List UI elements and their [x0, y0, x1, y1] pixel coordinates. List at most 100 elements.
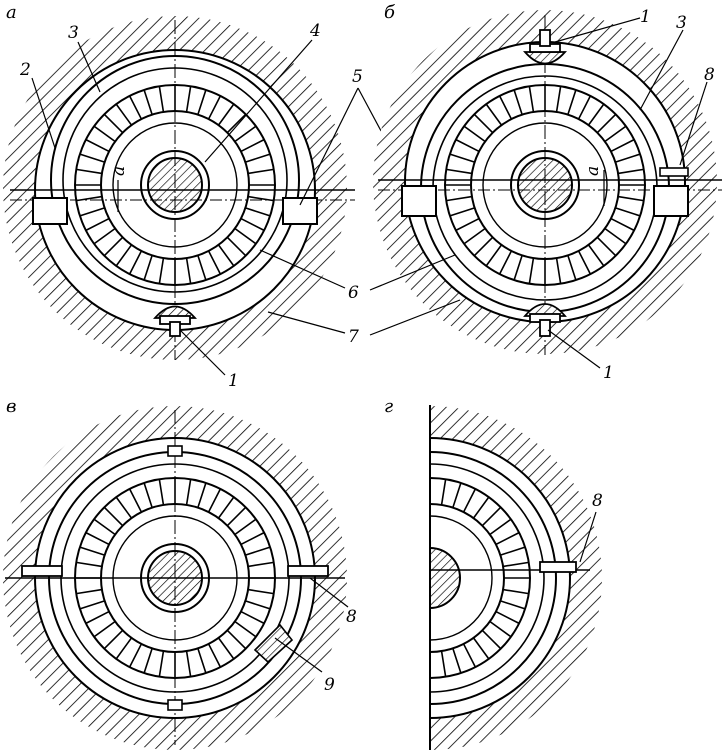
- core-slot: [495, 531, 520, 546]
- core-slot: [359, 630, 377, 648]
- leader-8-b: [679, 81, 708, 166]
- core-slot: [498, 250, 513, 275]
- core-slot: [143, 648, 153, 674]
- core-slot: [399, 483, 407, 508]
- core-slot: [446, 168, 473, 175]
- core-slot: [489, 518, 512, 536]
- label-7-a: 7: [348, 327, 359, 347]
- core-slot: [158, 650, 165, 677]
- support-1-top-b: [523, 51, 567, 65]
- leader-8-g: [579, 511, 597, 563]
- core-slot: [615, 207, 641, 217]
- core-slot: [93, 125, 116, 143]
- core-slot: [604, 227, 627, 245]
- core-slot: [185, 479, 192, 506]
- core-slot: [446, 195, 473, 202]
- core-slot: [185, 257, 192, 284]
- wedge-left-b: [401, 185, 437, 217]
- core-slot: [455, 138, 480, 153]
- core-slot: [385, 489, 397, 512]
- core-slot: [485, 103, 503, 126]
- core-slot: [128, 250, 143, 275]
- core-slot: [577, 95, 592, 120]
- bolt-8-g: [539, 561, 577, 573]
- core-slot: [115, 496, 133, 519]
- leader-2-a: [31, 77, 56, 149]
- core-slot: [234, 125, 257, 143]
- core-slot: [472, 496, 490, 519]
- core-slot: [207, 643, 222, 668]
- bolt-left-v: [21, 565, 63, 577]
- core-slot: [143, 482, 153, 508]
- core-slots-b: [445, 85, 645, 285]
- label-1-bot-b: 1: [603, 363, 614, 383]
- core-slot: [197, 482, 207, 508]
- core-slot: [596, 113, 617, 134]
- leader-1-top-b: [554, 17, 641, 43]
- core-slot: [462, 488, 477, 513]
- core-slot: [498, 95, 513, 120]
- core-slot: [115, 103, 133, 126]
- core-slot: [555, 257, 562, 284]
- core-slot: [481, 506, 502, 527]
- label-2-a: 2: [19, 60, 31, 80]
- bolt-8-b: [659, 167, 689, 177]
- core-slot: [449, 207, 475, 217]
- label-8-b: 8: [704, 65, 715, 85]
- label-8-v: 8: [346, 607, 357, 627]
- support-pin-a: [169, 321, 181, 337]
- core-slot: [128, 643, 143, 668]
- core-slot: [414, 651, 418, 677]
- core-slot: [143, 89, 153, 115]
- core-slots-g: [359, 478, 530, 678]
- leader-6-a: [259, 249, 346, 289]
- core-slot: [158, 86, 165, 113]
- core-slot: [158, 257, 165, 284]
- pin-top-v: [167, 445, 183, 457]
- support-pin-bot-b: [539, 319, 551, 337]
- core-slot: [247, 168, 274, 175]
- core-slot: [226, 236, 247, 257]
- clamp-9-v: [253, 623, 294, 664]
- core-slot: [371, 638, 386, 659]
- core-slot: [234, 518, 257, 536]
- core-slot: [79, 600, 105, 610]
- core-slot: [217, 103, 235, 126]
- leader-6-b: [369, 254, 456, 291]
- core-slot: [567, 89, 577, 115]
- core-slot: [440, 650, 447, 677]
- leader-1-a: [179, 329, 226, 376]
- core-slot: [79, 207, 105, 217]
- panel-g: г 8: [359, 396, 603, 750]
- core-slot: [226, 629, 247, 650]
- core-slot: [371, 497, 386, 518]
- core-slot: [93, 620, 116, 638]
- leader-9-v: [274, 637, 323, 673]
- label-8-g: 8: [592, 491, 603, 511]
- core-slot: [617, 195, 644, 202]
- core-slot: [528, 86, 535, 113]
- core-slot: [452, 482, 462, 508]
- core-slot: [247, 195, 274, 202]
- core-slot: [513, 89, 523, 115]
- core-slot: [481, 629, 502, 650]
- label-6-a: 6: [348, 283, 359, 303]
- support-pin-top-b: [539, 29, 551, 47]
- bolt-8-v: [287, 565, 329, 577]
- panel-a: a а 2 3 4 5 6 7 1: [3, 2, 411, 391]
- core-slot: [440, 479, 447, 506]
- core-slot: [115, 637, 133, 660]
- core-slot: [359, 507, 377, 525]
- core-slot: [103, 236, 124, 257]
- gap-label-b: a: [583, 166, 603, 176]
- core-slot: [76, 168, 103, 175]
- leader-5a-a: [299, 87, 359, 206]
- core-slot: [528, 257, 535, 284]
- panel-b: a б 1 3 8 1: [369, 2, 722, 383]
- core-slot: [226, 113, 247, 134]
- label-9-v: 9: [324, 675, 335, 695]
- core-slot: [103, 506, 124, 527]
- core-slot: [245, 207, 271, 217]
- core-slot: [596, 236, 617, 257]
